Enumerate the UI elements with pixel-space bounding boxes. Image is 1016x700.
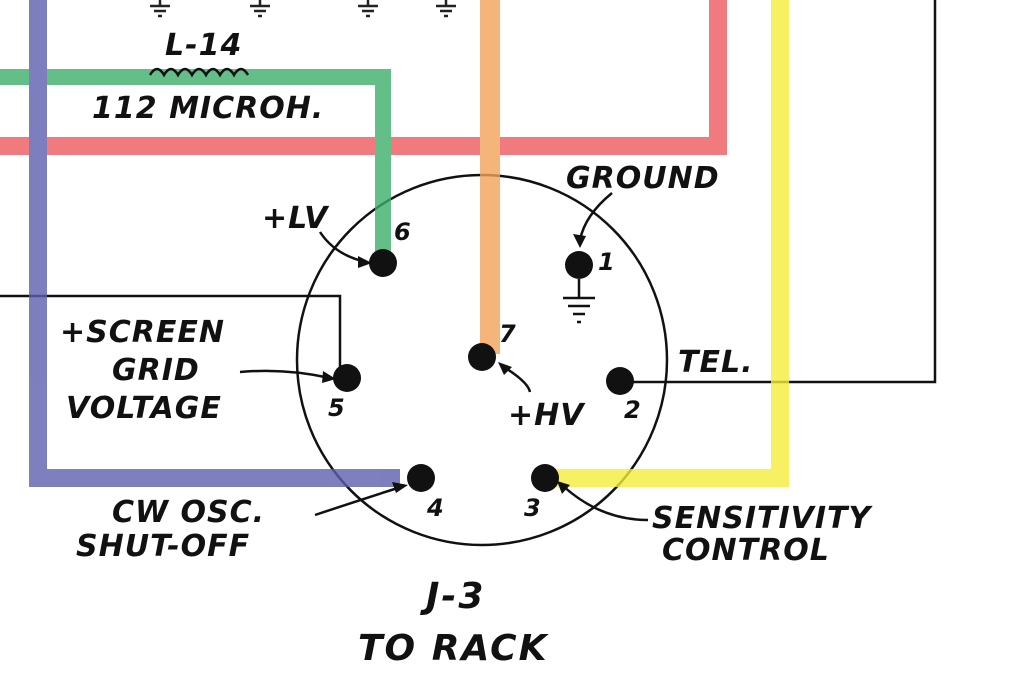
pin-7-number: 7 [499,320,516,348]
plus-lv-label: +LV [262,201,330,236]
pin-2-dot [606,367,634,395]
pin-5-dot [333,364,361,392]
screen-grid-label-line1: +SCREEN [60,315,225,350]
top-ground-symbols [150,0,456,18]
tel-label: TEL. [678,345,753,380]
yellow-trace [545,0,789,487]
screen-grid-label-line3: VOLTAGE [66,391,222,426]
arrow-heads [322,234,586,494]
pin-1-dot [565,251,593,279]
screen-grid-label-line2: GRID [112,353,200,388]
blue-trace [29,0,400,487]
pin-4-dot [407,464,435,492]
inductor-name-label: L-14 [165,28,242,63]
green-trace [0,69,391,256]
connector-subtitle-label: TO RACK [358,628,550,669]
pin-7-dot [468,343,496,371]
connector-name-label: J-3 [420,576,485,617]
pin-1-number: 1 [598,248,615,276]
red-trace [0,0,727,155]
pin-3-number: 3 [524,494,541,522]
connector-pins [333,249,634,492]
cw-osc-label-line1: CW OSC. [112,495,265,530]
highlight-traces [0,0,789,487]
pin-6-number: 6 [394,218,411,246]
pin-4-number: 4 [426,494,444,522]
inductor-l14-symbol [148,67,250,78]
plus-hv-label: +HV [508,398,586,433]
pin-2-number: 2 [624,396,641,424]
pin-5-number: 5 [328,394,345,422]
pin-6-dot [369,249,397,277]
pin-1-ground-symbol [563,279,595,324]
inductor-value-label: 112 MICROH. [92,91,324,126]
tel-wire [620,0,937,384]
sensitivity-label-line1: SENSITIVITY [652,501,873,536]
pin-3-dot [531,464,559,492]
sensitivity-label-line2: CONTROL [662,533,830,568]
ground-label: GROUND [566,161,720,196]
cw-osc-label-line2: SHUT-OFF [76,529,250,564]
